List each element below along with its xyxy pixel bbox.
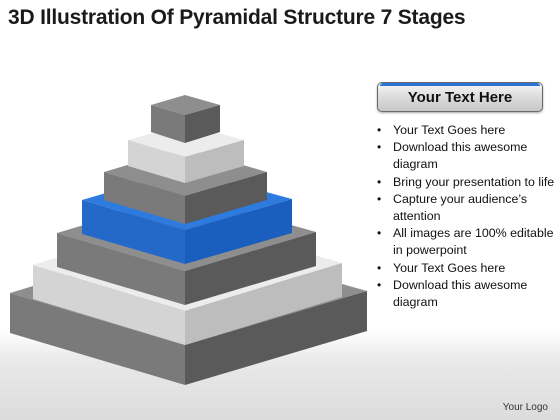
bullet-dot-icon: • xyxy=(377,140,382,155)
page-title: 3D Illustration Of Pyramidal Structure 7… xyxy=(8,6,466,29)
text-panel-header: Your Text Here xyxy=(377,82,543,112)
bullet-list: •Your Text Goes here •Download this awes… xyxy=(376,122,556,311)
bullet-item: •Your Text Goes here xyxy=(376,260,556,277)
bullet-dot-icon: • xyxy=(377,174,382,189)
bullet-item: •Your Text Goes here xyxy=(376,122,556,139)
bullet-dot-icon: • xyxy=(377,123,382,137)
bullet-item: •Download this awesome diagram xyxy=(377,140,528,172)
pyramid-stage-7-top xyxy=(151,95,220,143)
bullet-item: •All images are 100% editable in powerpo… xyxy=(377,226,554,258)
bullet-dot-icon: • xyxy=(377,191,382,206)
bullet-item: •Bring your presentation to life xyxy=(376,174,556,191)
bullet-dot-icon: • xyxy=(377,277,382,292)
panel-heading: Your Text Here xyxy=(407,89,513,106)
logo-text: Your Logo xyxy=(502,402,548,413)
bullet-dot-icon: • xyxy=(377,226,382,241)
bullet-item: •Download this awesome diagram xyxy=(377,277,528,310)
bullet-dot-icon: • xyxy=(377,260,382,275)
bullet-item: •Capture your audience’s attention xyxy=(377,191,528,224)
